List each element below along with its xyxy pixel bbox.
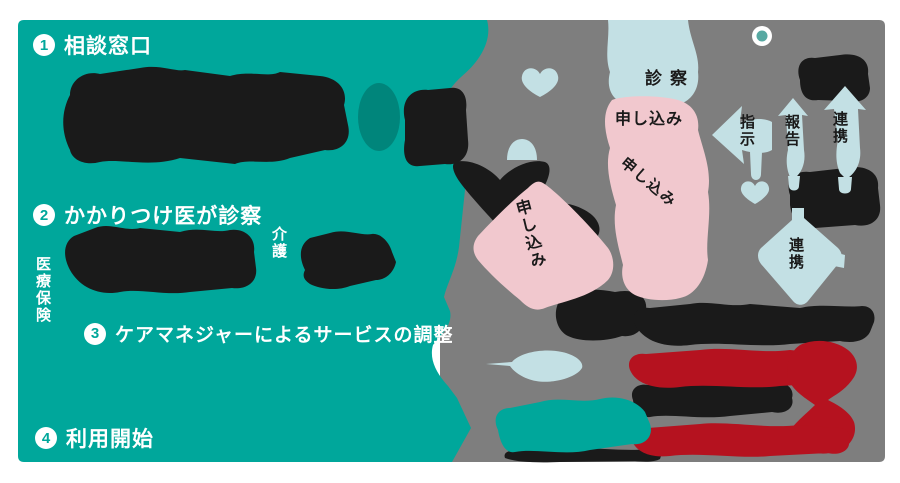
blob-top-right [798, 54, 870, 102]
teal-figure-circle [358, 83, 400, 151]
heart-small-icon [740, 181, 770, 204]
blob-below-diamond [555, 289, 647, 341]
step-3-heading: 3 ケアマネジャーによるサービスの調整 [84, 320, 453, 347]
teal-text-blob [495, 397, 651, 453]
application-diamond [473, 181, 614, 310]
medical-insurance-label: 医療保険 [34, 256, 51, 324]
cooperation-lower-diamond [758, 208, 845, 305]
instruction-arrow [712, 106, 772, 180]
blob-text-row-bottom [504, 448, 662, 463]
blob-care-arrow [300, 231, 396, 290]
red-text-row-2 [631, 423, 850, 457]
step-3-number-badge: 3 [84, 322, 106, 345]
step-4-label: 利用開始 [66, 428, 154, 451]
step-1-heading: 1 相談窓口 [33, 30, 152, 60]
heart-icon [521, 68, 559, 97]
application-top-label: 申し込み [615, 111, 684, 128]
blob-doctor-illustration [65, 226, 257, 294]
step-2-number-badge: 2 [33, 204, 55, 226]
blob-mid-right [788, 166, 881, 229]
blob-text-row-1 [633, 302, 875, 346]
instruction-arrow-label: 指示 [738, 114, 755, 148]
cooperation-upper-arrow [824, 86, 866, 194]
step-3-label: ケアマネジャーによるサービスの調整 [115, 325, 454, 346]
cooperation-upper-label: 連携 [831, 111, 848, 145]
report-arrow [778, 98, 808, 191]
step-2-heading: 2 かかりつけ医が診察 [33, 200, 262, 230]
head-dome-icon [507, 139, 537, 160]
step-4-number-badge: 4 [35, 427, 57, 449]
step-1-label: 相談窓口 [64, 35, 152, 58]
marker-inner-circle [756, 30, 768, 42]
red-ribbon [787, 340, 857, 454]
cooperation-lower-label: 連携 [787, 237, 804, 271]
step-1-number-badge: 1 [33, 34, 55, 56]
application-band [605, 96, 710, 301]
care-label: 介護 [270, 226, 287, 260]
report-arrow-label: 報告 [783, 114, 800, 148]
step-2-label: かかりつけ医が診察 [64, 205, 263, 228]
blob-consultation-illustration [63, 66, 349, 164]
examination-arrow [607, 20, 699, 109]
examination-arrow-label: 診察 [645, 69, 695, 88]
step-4-heading: 4 利用開始 [35, 423, 154, 453]
blob-consultation-right [403, 87, 469, 167]
blob-text-row-2 [631, 379, 793, 418]
leaf-icon [486, 350, 583, 382]
